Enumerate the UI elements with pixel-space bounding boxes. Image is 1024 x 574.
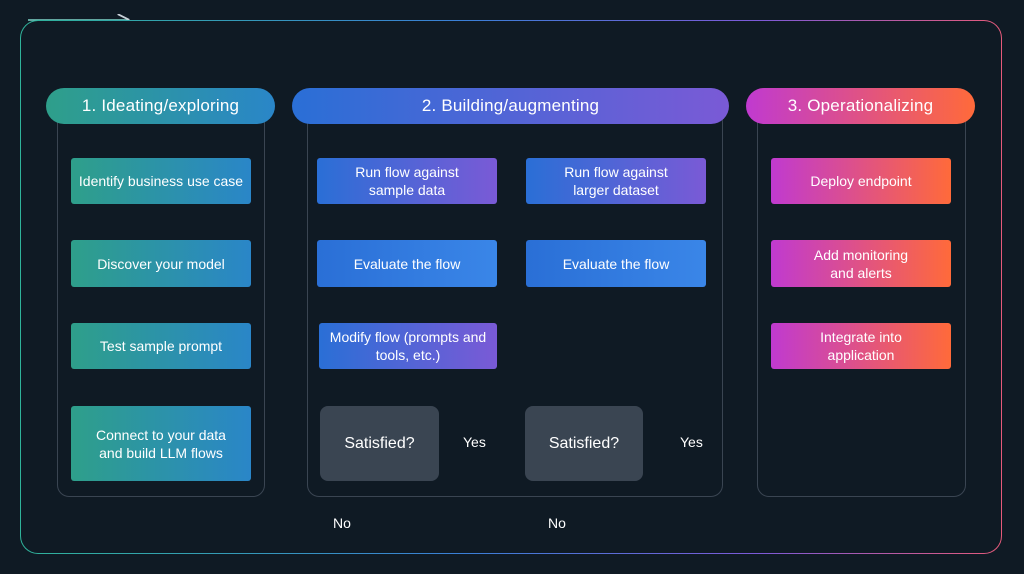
step-add-monitoring: Add monitoring and alerts xyxy=(771,240,951,287)
decision-satisfied-1: Satisfied? xyxy=(320,406,439,481)
step-discover-model: Discover your model xyxy=(71,240,251,287)
no-label-2: No xyxy=(548,515,566,531)
phase2-title: 2. Building/augmenting xyxy=(292,88,729,124)
phase3-title: 3. Operationalizing xyxy=(746,88,975,124)
step-evaluate-flow-1: Evaluate the flow xyxy=(317,240,497,287)
yes-label-1: Yes xyxy=(463,434,486,450)
step-integrate-app: Integrate into application xyxy=(771,323,951,369)
no-label-1: No xyxy=(333,515,351,531)
decision-satisfied-2: Satisfied? xyxy=(525,406,643,481)
step-modify-flow: Modify flow (prompts and tools, etc.) xyxy=(319,323,497,369)
step-test-prompt: Test sample prompt xyxy=(71,323,251,369)
phase1-title: 1. Ideating/exploring xyxy=(46,88,275,124)
step-deploy-endpoint: Deploy endpoint xyxy=(771,158,951,204)
step-run-flow-sample: Run flow against sample data xyxy=(317,158,497,204)
step-identify-use-case: Identify business use case xyxy=(71,158,251,204)
step-connect-data: Connect to your data and build LLM flows xyxy=(71,406,251,481)
step-evaluate-flow-2: Evaluate the flow xyxy=(526,240,706,287)
yes-label-2: Yes xyxy=(680,434,703,450)
step-run-flow-large: Run flow against larger dataset xyxy=(526,158,706,204)
